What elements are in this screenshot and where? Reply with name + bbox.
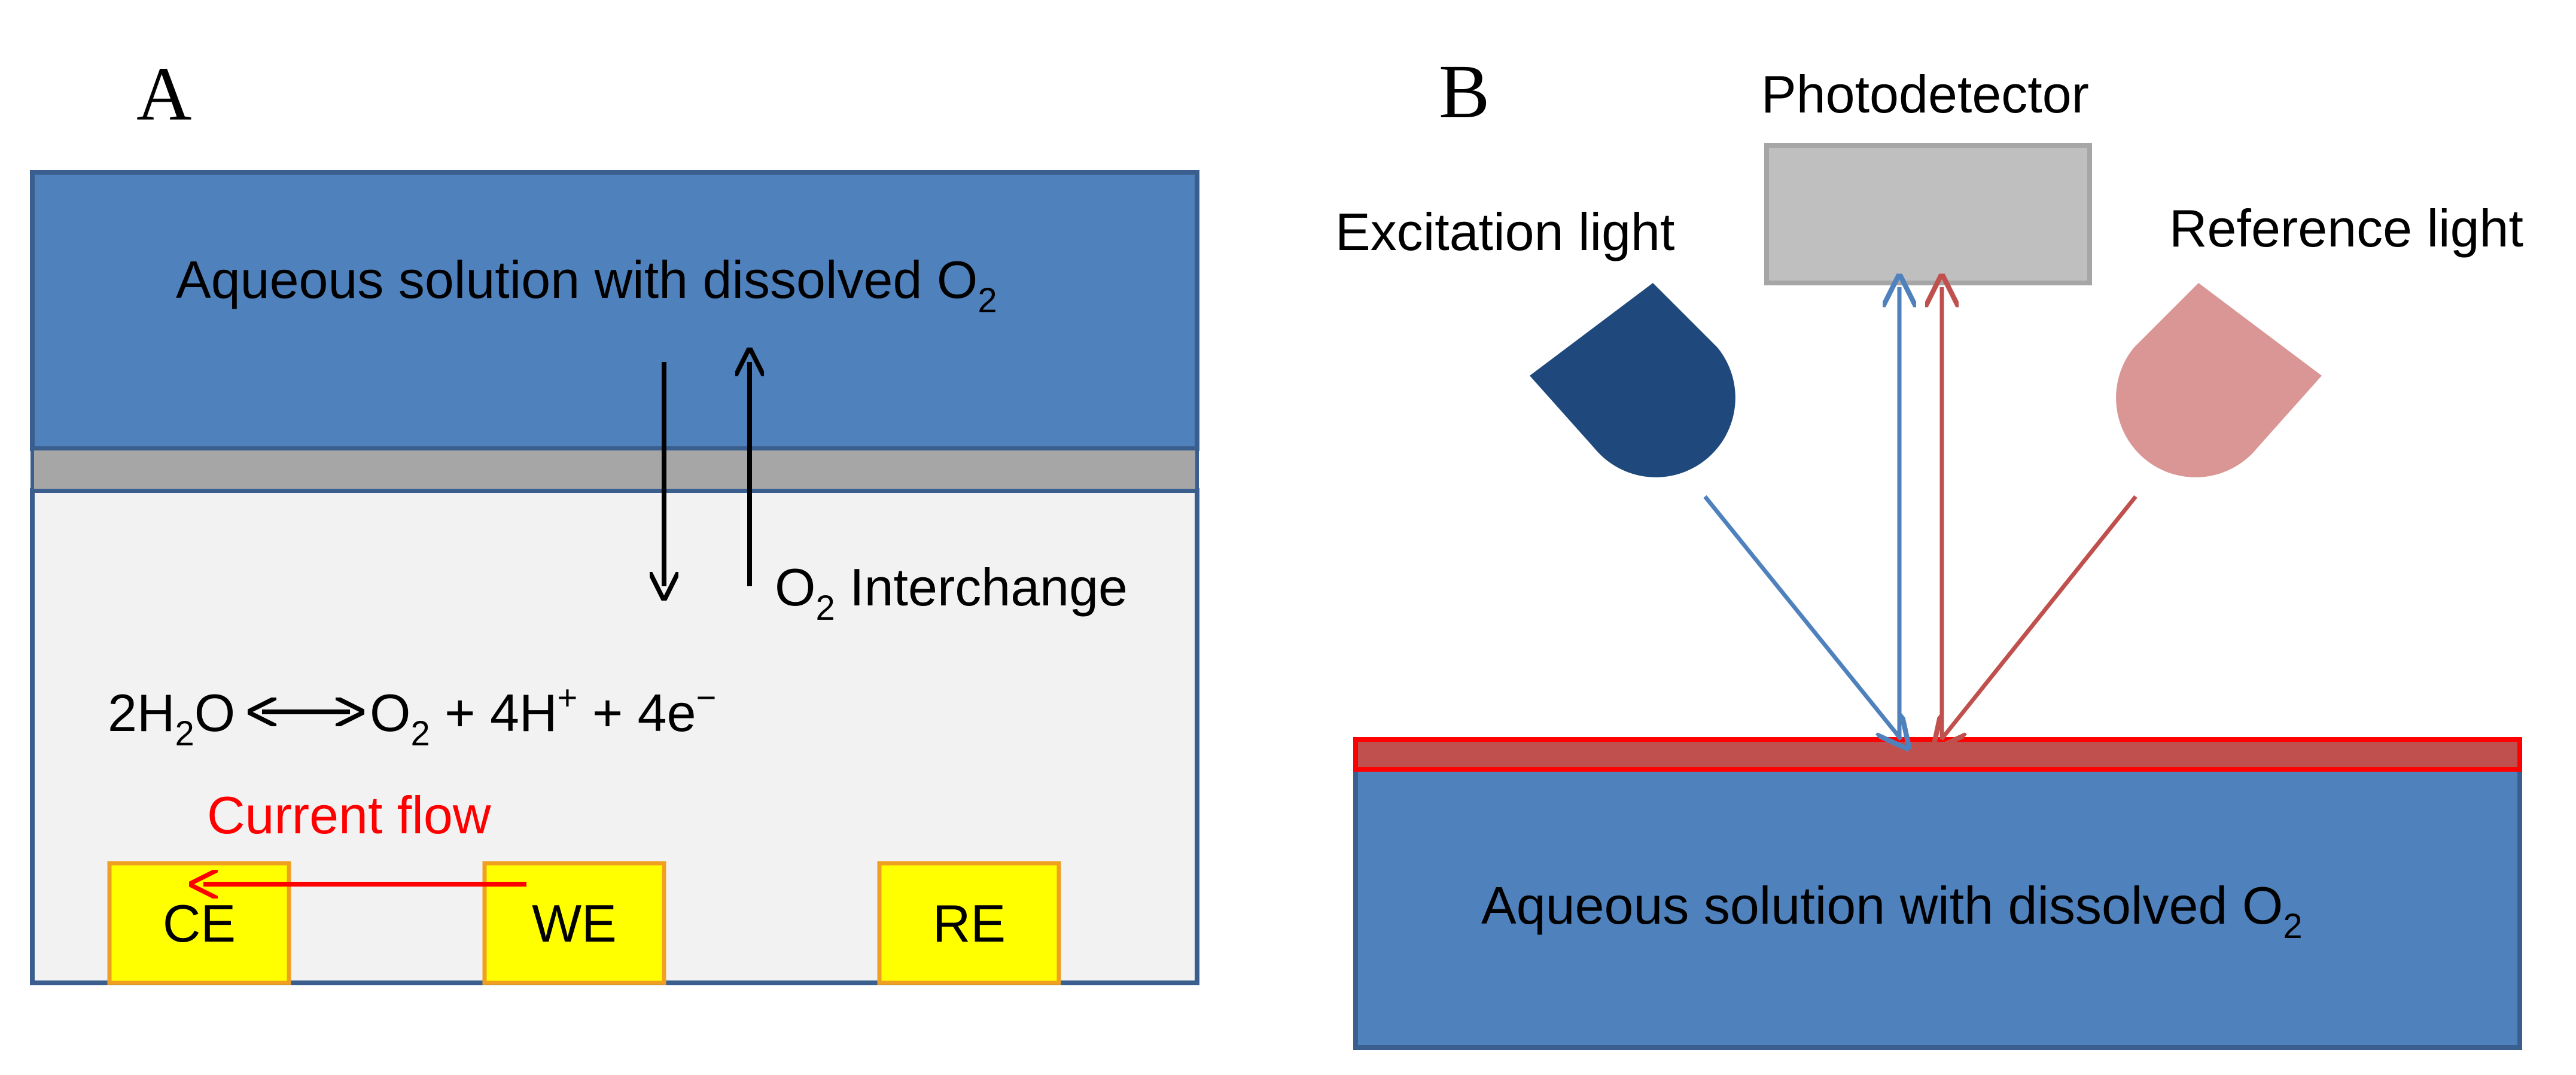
electrode-re: RE <box>877 861 1061 985</box>
excitation-led-icon <box>1530 283 1735 477</box>
solution-label-a: Aqueous solution with dissolved O2 <box>176 250 997 320</box>
membrane <box>31 447 1199 492</box>
electrode-ce: CE <box>107 861 291 985</box>
current-flow-label: Current flow <box>207 785 491 845</box>
panel-b: B Photodetector Excitation light Referen… <box>1335 49 2523 1050</box>
photodetector-box <box>1764 143 2092 285</box>
interchange-label: O2 Interchange <box>775 558 1128 628</box>
reference-ray-incident <box>1941 495 2137 739</box>
electrode-re-label: RE <box>933 894 1006 953</box>
reference-light-label: Reference light <box>2169 199 2523 258</box>
electrode-we: WE <box>482 861 666 985</box>
panel-a: A Aqueous solution with dissolved O2 O2 … <box>30 51 1199 985</box>
electrode-we-label: WE <box>532 894 617 953</box>
reference-led-icon <box>2116 283 2322 477</box>
electrode-ce-label: CE <box>163 894 236 953</box>
reaction-left: 2H2O <box>108 683 235 753</box>
aqueous-solution-region-b <box>1353 765 2522 1050</box>
reaction-right: O2 + 4H+ + 4e− <box>370 678 716 753</box>
photodetector-label: Photodetector <box>1761 65 2089 124</box>
aqueous-solution-region <box>30 170 1199 451</box>
sensor-film <box>1353 737 2522 772</box>
excitation-light-label: Excitation light <box>1335 202 1674 261</box>
panel-a-label: A <box>136 51 191 136</box>
panel-b-label: B <box>1439 49 1490 134</box>
solution-label-b: Aqueous solution with dissolved O2 <box>1481 876 2303 946</box>
electrode-re-pad <box>877 861 1061 985</box>
excitation-ray-incident <box>1703 495 1901 739</box>
